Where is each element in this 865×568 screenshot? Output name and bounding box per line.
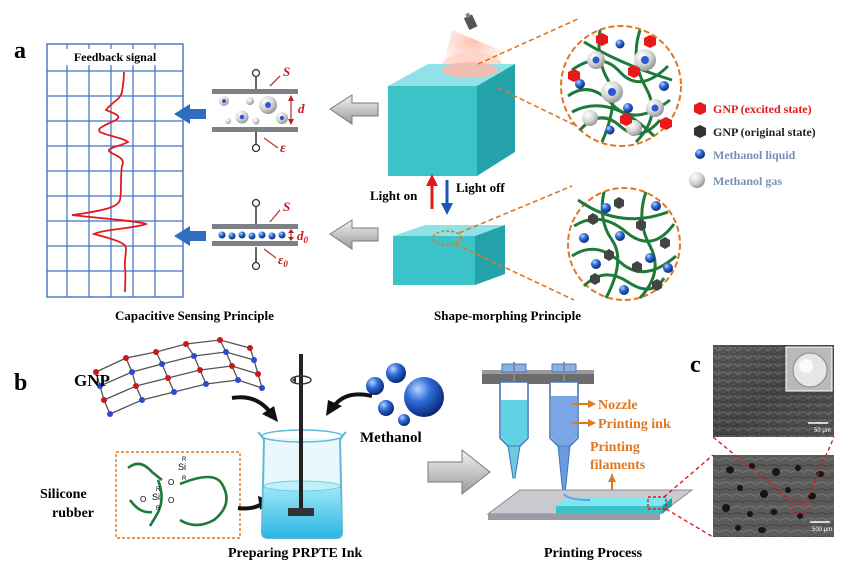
light-toggle-arrows: Light on Light off	[370, 174, 505, 215]
feedback-signal-title: Feedback signal	[74, 50, 157, 64]
methanol-label: Methanol	[360, 430, 422, 446]
legend-marker-gnp-original	[694, 125, 706, 138]
silicone-label-2: rubber	[52, 506, 94, 521]
blue-arrow-bottom	[174, 226, 206, 246]
caption-capacitive: Capacitive Sensing Principle	[115, 308, 274, 323]
panel-label-c: c	[690, 352, 701, 378]
zoom-lines-bottom	[454, 185, 575, 301]
syringe-left	[499, 362, 529, 479]
chem-si-2: Si	[152, 492, 160, 502]
silicone-label-1: Silicone	[40, 487, 87, 502]
grey-arrow-top	[329, 94, 379, 125]
sem-image-top: 50 μm	[713, 345, 834, 437]
sem-image-bottom: 500 μm	[713, 455, 834, 537]
light-on-label: Light on	[370, 188, 418, 203]
methanol-spheres	[366, 363, 444, 426]
silicone-structure: O Si R R O Si R R O	[115, 451, 241, 539]
chem-si-1: Si	[178, 462, 186, 472]
chem-r-2: R	[182, 476, 187, 482]
grey-arrow-process	[427, 448, 491, 496]
chem-r-1: R	[182, 457, 187, 463]
cube-expanded	[388, 62, 515, 176]
legend-label-methanol-liquid: Methanol liquid	[713, 148, 796, 162]
light-off-label: Light off	[456, 180, 505, 195]
legend-marker-gnp-excited	[694, 102, 706, 115]
grey-arrow-bottom	[329, 219, 379, 250]
chem-o-3: O	[168, 496, 174, 505]
cap-bottom-s: S	[283, 199, 290, 214]
cap-top-eps: ε	[280, 141, 286, 156]
gnp-label: GNP	[74, 371, 110, 390]
legend-label-gnp-original: GNP (original state)	[713, 125, 816, 139]
chem-o-2: O	[140, 495, 146, 504]
chem-r-4: R	[156, 506, 161, 512]
printing-ink-label: Printing ink	[598, 417, 671, 432]
arrow-gnp-to-beaker	[231, 395, 272, 414]
print-platform	[486, 489, 694, 520]
capacitor-top: S d ε	[212, 64, 305, 156]
cube-contracted	[393, 225, 505, 285]
arrow-methanol-to-beaker	[332, 392, 373, 408]
nozzle-label: Nozzle	[598, 398, 638, 413]
zoom-circle-excited	[560, 25, 682, 147]
feedback-signal-trace	[71, 71, 149, 293]
syringe-right	[549, 362, 579, 495]
scale-bar-bottom: 500 μm	[812, 527, 832, 533]
arrow-silicone-to-beaker	[237, 502, 264, 511]
feedback-signal-chart: Feedback signal	[46, 43, 184, 298]
chem-o-1: O	[168, 478, 174, 487]
chem-r-3: R	[156, 487, 161, 493]
capacitor-bottom: S d0 ε0	[212, 198, 309, 271]
filaments-label-1: Printing	[590, 440, 640, 455]
zoom-circle-original	[567, 187, 681, 301]
panel-label-b: b	[14, 370, 27, 396]
legend-label-gnp-excited: GNP (excited state)	[713, 102, 812, 116]
caption-shape-morphing: Shape-morphing Principle	[434, 308, 581, 323]
legend: GNP (excited state) GNP (original state)…	[689, 102, 816, 188]
gnp-lattice	[93, 337, 265, 417]
sem-zoom-lines	[663, 436, 835, 538]
legend-marker-methanol-liquid	[695, 149, 705, 159]
filaments-label-2: filaments	[590, 458, 646, 473]
legend-label-methanol-gas: Methanol gas	[713, 174, 782, 188]
cap-top-s: S	[283, 64, 290, 79]
cap-top-d: d	[298, 101, 305, 116]
printer-gantry	[482, 370, 594, 384]
panel-label-a: a	[14, 38, 26, 64]
printing-annotations: Nozzle Printing ink Printing filaments	[572, 398, 671, 494]
legend-marker-methanol-gas	[689, 172, 705, 188]
cap-bottom-eps: ε0	[278, 252, 288, 269]
cap-bottom-d: d0	[297, 228, 309, 245]
zoom-lines-top	[477, 17, 586, 131]
scale-bar-top: 50 μm	[814, 428, 831, 434]
stirrer	[288, 354, 314, 516]
caption-preparing-ink: Preparing PRPTE Ink	[228, 546, 363, 561]
caption-printing-process: Printing Process	[544, 546, 643, 561]
blue-arrow-top	[174, 104, 206, 124]
